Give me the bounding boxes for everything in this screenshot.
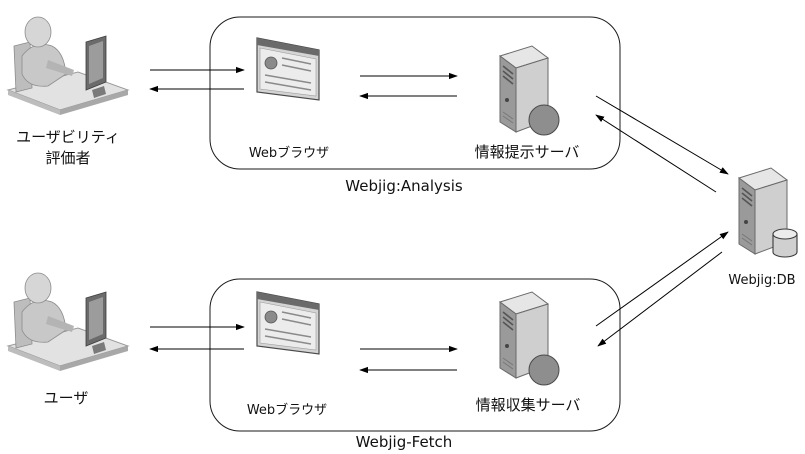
analysis-group-title: Webjig:Analysis <box>345 177 463 195</box>
evaluator-label-line1: ユーザビリティ <box>16 128 120 146</box>
server-icon <box>499 291 560 386</box>
browser-window-icon <box>256 37 320 101</box>
evaluator-label-line2: 評価者 <box>45 149 90 167</box>
fetch-server-label: 情報収集サーバ <box>476 396 581 414</box>
user-at-computer-icon <box>7 272 129 372</box>
analysis-server-label: 情報提示サーバ <box>475 143 580 161</box>
arrow-analysis-server-to-db <box>595 95 729 175</box>
analysis-group-box <box>209 16 621 170</box>
database-server-icon <box>738 167 798 258</box>
arrow-fetch-server-to-db <box>595 231 729 327</box>
user-label: ユーザ <box>44 389 89 407</box>
fetch-browser-label: Webブラウザ <box>247 402 327 418</box>
user-at-computer-icon <box>7 16 129 116</box>
arrow-db-to-analysis-server <box>595 114 717 193</box>
db-label: Webjig:DB <box>728 273 795 288</box>
browser-window-icon <box>256 291 320 355</box>
fetch-group-title: Webjig-Fetch <box>356 433 453 451</box>
fetch-group-box <box>209 278 621 432</box>
analysis-browser-label: Webブラウザ <box>249 145 329 161</box>
arrow-db-to-fetch-server <box>597 251 723 347</box>
server-icon <box>499 45 560 136</box>
